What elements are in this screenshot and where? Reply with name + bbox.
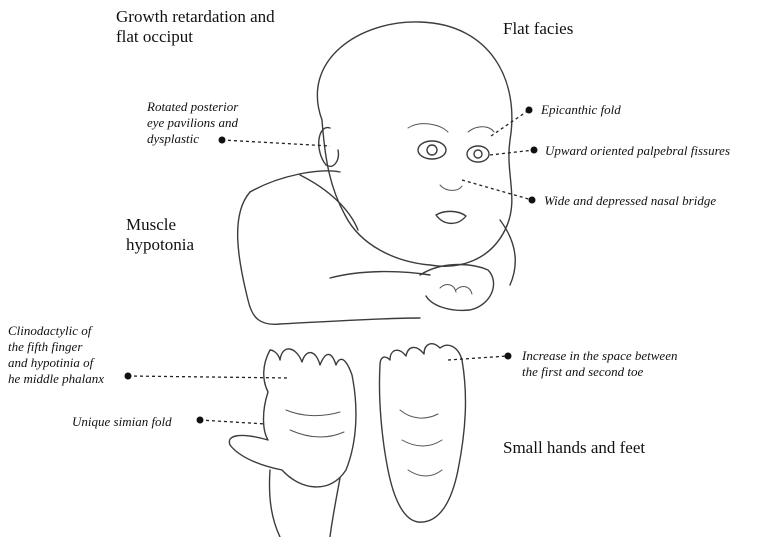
growth-label: Growth retardation and flat occiput [116,7,275,47]
leader-lines [125,107,538,425]
foot-drawing [379,344,465,522]
clinodactyly-label: Clinodactylic of the fifth finger and hy… [8,323,104,387]
leader-dot-toe [505,353,512,360]
leader-dot-epicanthic [526,107,533,114]
nasal-label: Wide and depressed nasal bridge [544,193,716,209]
small-hands-label: Small hands and feet [503,438,645,458]
rotated-ear-label: Rotated posterior eye pavilions and dysp… [147,99,238,147]
leader-dot-clinodactyly [125,373,132,380]
leader-dot-simian [197,417,204,424]
toe-space-label: Increase in the space between the first … [522,348,677,380]
hypotonia-label: Muscle hypotonia [126,215,194,255]
palpebral-label: Upward oriented palpebral fissures [545,143,730,159]
simian-label: Unique simian fold [72,414,172,430]
leader-dot-nasal [529,197,536,204]
epicanthic-label: Epicanthic fold [541,102,621,118]
baby-head-drawing [317,22,512,266]
leader-dot-palpebral [531,147,538,154]
flat-facies-label: Flat facies [503,19,573,39]
